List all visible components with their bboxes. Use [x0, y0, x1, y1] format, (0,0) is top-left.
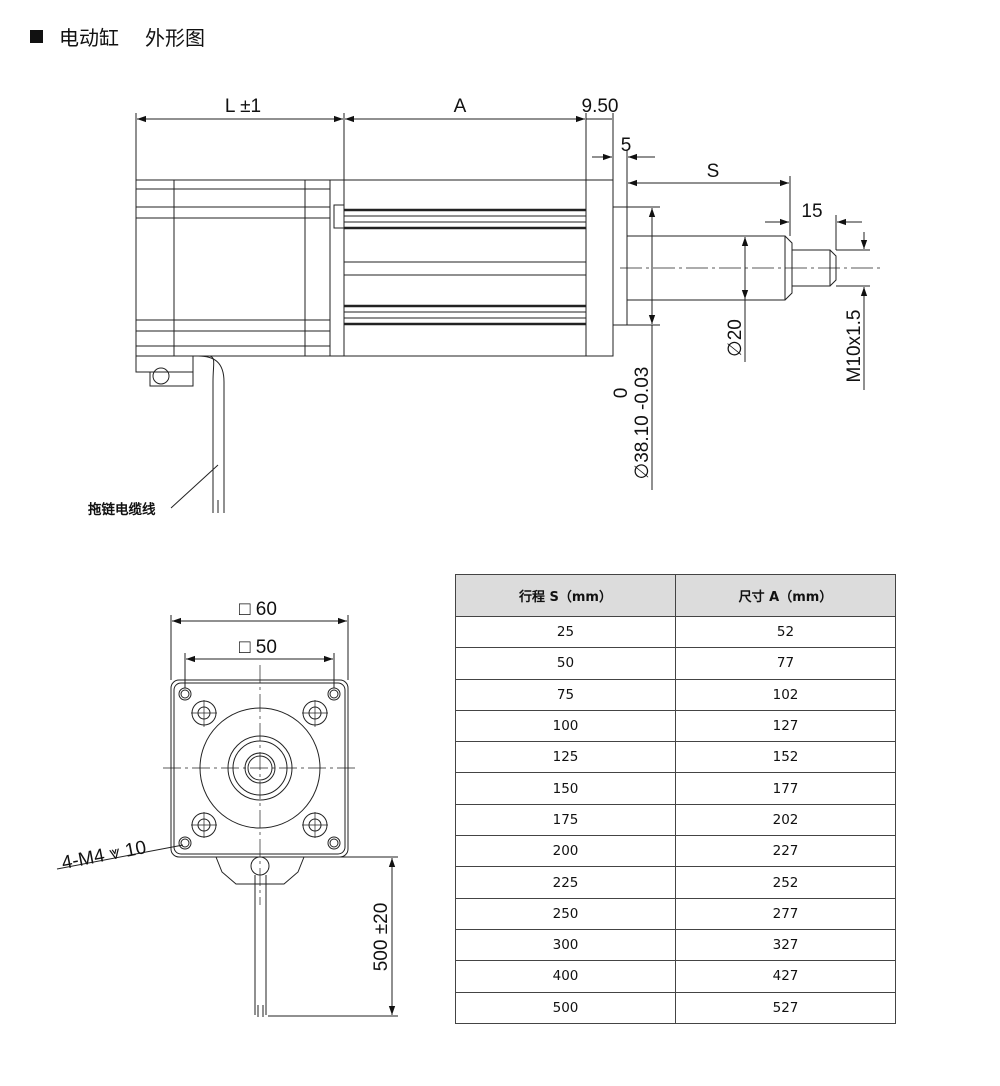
front-view	[163, 665, 358, 1017]
heading-subtitle: 外形图	[145, 26, 205, 50]
dim-A-label: A	[454, 96, 467, 117]
cell-dimension-a: 327	[675, 928, 896, 962]
dim-15-label: 15	[801, 201, 822, 222]
cell-stroke: 400	[455, 960, 676, 993]
side-dimensions	[135, 113, 880, 509]
cable-connector	[135, 355, 225, 513]
motor-body	[135, 179, 345, 357]
cell-dimension-a: 277	[675, 897, 896, 930]
cell-dimension-a: 227	[675, 835, 896, 868]
cable-label: 拖链电缆线	[88, 501, 156, 518]
cell-stroke: 200	[455, 835, 676, 868]
side-view	[135, 179, 837, 513]
cell-stroke: 100	[455, 709, 676, 743]
cell-stroke: 250	[455, 897, 676, 930]
cell-dimension-a: 127	[675, 709, 896, 743]
mounting-holes	[178, 687, 341, 850]
table-header-row: 行程 S（mm） 尺寸 A（mm）	[455, 574, 896, 617]
front-dim-labels: □ 60 □ 50 4-M4 ⩔ 10 500 ±20	[60, 599, 392, 971]
header-dimension-a: 尺寸 A（mm）	[675, 574, 896, 617]
front-dimensions	[56, 615, 398, 1017]
dim-holes-label: 4-M4 ⩔ 10	[60, 837, 148, 874]
cell-stroke: 225	[455, 866, 676, 899]
dim-phi38-label: ∅38.10 -0.03	[632, 367, 653, 480]
cell-stroke: 150	[455, 772, 676, 805]
dim-m10-label: M10x1.5	[844, 310, 865, 383]
front-square-outline	[170, 679, 349, 858]
cell-dimension-a: 77	[675, 647, 896, 680]
front-flange	[585, 179, 614, 357]
front-boss	[612, 206, 628, 326]
dim-L-label: L ±1	[225, 96, 261, 117]
page-heading: 电动缸 外形图	[30, 22, 205, 51]
cell-stroke: 500	[455, 991, 676, 1024]
cell-stroke: 300	[455, 928, 676, 962]
heading-title: 电动缸	[59, 26, 119, 50]
square-bullet-icon	[30, 30, 43, 43]
header-stroke: 行程 S（mm）	[455, 574, 676, 617]
cell-stroke: 75	[455, 678, 676, 711]
cell-dimension-a: 152	[675, 741, 896, 774]
cell-dimension-a: 202	[675, 803, 896, 837]
cell-stroke: 125	[455, 741, 676, 774]
cell-stroke: 175	[455, 803, 676, 837]
dim-S-label: S	[707, 161, 720, 182]
cell-dimension-a: 527	[675, 991, 896, 1024]
dim-tolerance-top-label: 0	[611, 388, 632, 399]
cell-dimension-a: 177	[675, 772, 896, 805]
cylinder-body	[333, 179, 587, 357]
side-dim-labels: L ±1 A 9.50 5 S 15 ∅20 M10x1.5 0 ∅38.10 …	[88, 96, 865, 518]
cell-stroke: 25	[455, 615, 676, 649]
dim-950-label: 9.50	[582, 96, 619, 117]
inner-holes	[191, 700, 328, 838]
dim-50-label: □ 50	[239, 637, 277, 658]
cable-line	[254, 875, 267, 1017]
cell-dimension-a: 427	[675, 960, 896, 993]
dim-phi20-label: ∅20	[725, 319, 746, 357]
cell-dimension-a: 252	[675, 866, 896, 899]
dim-5-label: 5	[621, 135, 632, 156]
cell-stroke: 50	[455, 647, 676, 680]
cell-dimension-a: 52	[675, 615, 896, 649]
cell-dimension-a: 102	[675, 678, 896, 711]
dim-60-label: □ 60	[239, 599, 277, 620]
dim-500-label: 500 ±20	[371, 903, 392, 972]
